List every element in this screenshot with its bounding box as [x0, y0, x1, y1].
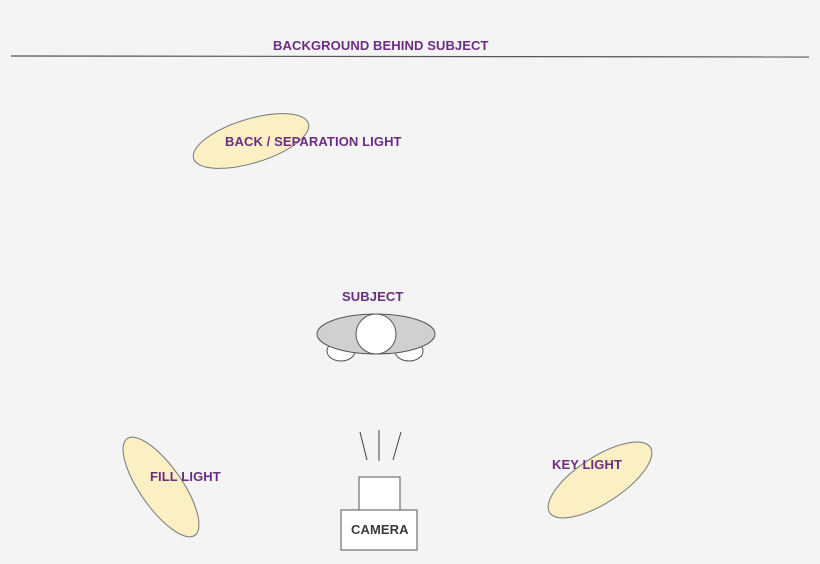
camera-top [358, 476, 401, 511]
camera-body [340, 509, 418, 551]
background-label: BACKGROUND BEHIND SUBJECT [273, 38, 489, 53]
subject-figure [316, 313, 436, 362]
key-light-shape [547, 441, 653, 519]
camera-label: CAMERA [351, 522, 409, 537]
fill-light-label: FILL LIGHT [150, 469, 221, 484]
back-light-shape [192, 113, 310, 169]
key-light-label: KEY LIGHT [552, 457, 623, 472]
subject-label: SUBJECT [342, 289, 404, 304]
camera-view-lines [359, 430, 402, 461]
fill-light-shape [122, 436, 200, 538]
back-light-label: BACK / SEPARATION LIGHT [225, 134, 402, 149]
camera-icon [340, 476, 418, 551]
subject-head [355, 313, 397, 355]
background-line [10, 55, 810, 58]
